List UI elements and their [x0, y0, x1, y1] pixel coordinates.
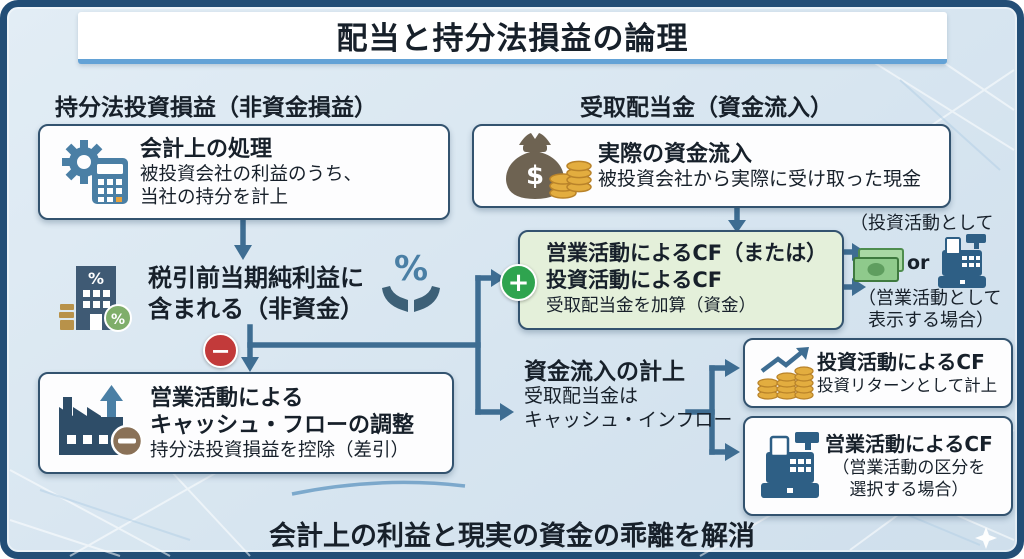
inflow-recording-body: 受取配当金は キャッシュ・インフロー [524, 384, 732, 432]
pretax-line-1: 税引前当期純利益に [148, 264, 364, 292]
actual-inflow-body: 被投資会社から実際に受け取った現金 [598, 168, 922, 190]
accounting-box-title: 会計上の処理 [140, 136, 273, 162]
note-operating-line-2: 表示する場合） [868, 310, 994, 331]
coins-growth-icon [753, 345, 817, 401]
operating-cf-body-line-1: （営業活動の区分を [832, 457, 986, 478]
factory-minus-icon [52, 383, 150, 463]
accounting-box: 会計上の処理 被投資会社の利益のうち、 当社の持分を計上 [38, 124, 450, 220]
accounting-box-body-2: 当社の持分を計上 [140, 186, 289, 208]
svg-text:%: % [394, 250, 428, 289]
pretax-income-text: 税引前当期純利益に 含まれる（非資金） [148, 263, 364, 325]
minus-icon: − [203, 333, 238, 368]
operating-cf-title: 営業活動によるCF [825, 431, 993, 456]
inflow-recording-line-2: キャッシュ・インフロー [524, 409, 733, 431]
note-operating-line-1: （営業活動として [858, 288, 1002, 309]
gear-calculator-icon [54, 138, 140, 206]
page-title: 配当と持分法損益の論理 [336, 21, 689, 57]
investing-cf-box: 投資活動によるCF 投資リターンとして計上 [743, 338, 1013, 408]
hands-percent-icon: % [378, 250, 444, 320]
svg-text:$: $ [526, 161, 544, 191]
note-investing-activity: （投資活動として [850, 213, 994, 234]
cash-register-small-icon [936, 234, 988, 290]
investing-cf-body: 投資リターンとして計上 [817, 376, 998, 395]
left-section-header: 持分法投資損益（非資金損益） [55, 95, 377, 121]
plus-icon: + [500, 264, 537, 301]
investing-cf-title: 投資活動によるCF [817, 350, 985, 374]
money-bag-icon: $ [494, 131, 598, 201]
building-percent-icon: % % [56, 260, 136, 336]
svg-text:%: % [111, 312, 125, 328]
cash-register-icon [755, 432, 825, 500]
or-label: or [907, 252, 930, 274]
svg-text:%: % [88, 269, 104, 288]
actual-inflow-title: 実際の資金流入 [598, 142, 753, 167]
operating-cf-body: （営業活動の区分を 選択する場合） [825, 457, 993, 501]
operating-cf-body-line-2: 選択する場合） [849, 479, 969, 500]
cf-adjustment-box: 営業活動による キャッシュ・フローの調整 持分法投資損益を控除（差引） [38, 372, 454, 474]
footer-conclusion: 会計上の利益と現実の資金の乖離を解消 [269, 521, 755, 552]
cf-green-box: 営業活動によるCF（または） 投資活動によるCF 受取配当金を加算（資金） [518, 230, 844, 330]
green-box-line-1: 営業活動によるCF（または） [546, 241, 828, 265]
accounting-box-body-1: 被投資会社の利益のうち、 [140, 163, 363, 185]
title-bar: 配当と持分法損益の論理 [78, 12, 947, 64]
green-box-line-2: 投資活動によるCF [546, 268, 723, 292]
operating-cf-box: 営業活動によるCF （営業活動の区分を 選択する場合） [743, 416, 1013, 516]
green-box-line-3: 受取配当金を加算（資金） [546, 296, 756, 316]
note-operating-activity: （営業活動として 表示する場合） [858, 288, 1001, 332]
inflow-recording-title: 資金流入の計上 [524, 359, 685, 385]
inflow-recording-line-1: 受取配当金は [524, 385, 639, 407]
pretax-line-2: 含まれる（非資金） [148, 295, 364, 323]
cf-adjustment-body: 持分法投資損益を控除（差引） [150, 439, 410, 461]
cf-adjustment-title-1: 営業活動による [150, 385, 304, 411]
cf-adjustment-title-2: キャッシュ・フローの調整 [150, 412, 415, 438]
money-bills-icon [852, 247, 906, 285]
actual-inflow-box: $ 実際の資金流入 被投資会社から実際に受け取った現金 [472, 124, 951, 208]
right-section-header: 受取配当金（資金流入） [580, 95, 833, 121]
